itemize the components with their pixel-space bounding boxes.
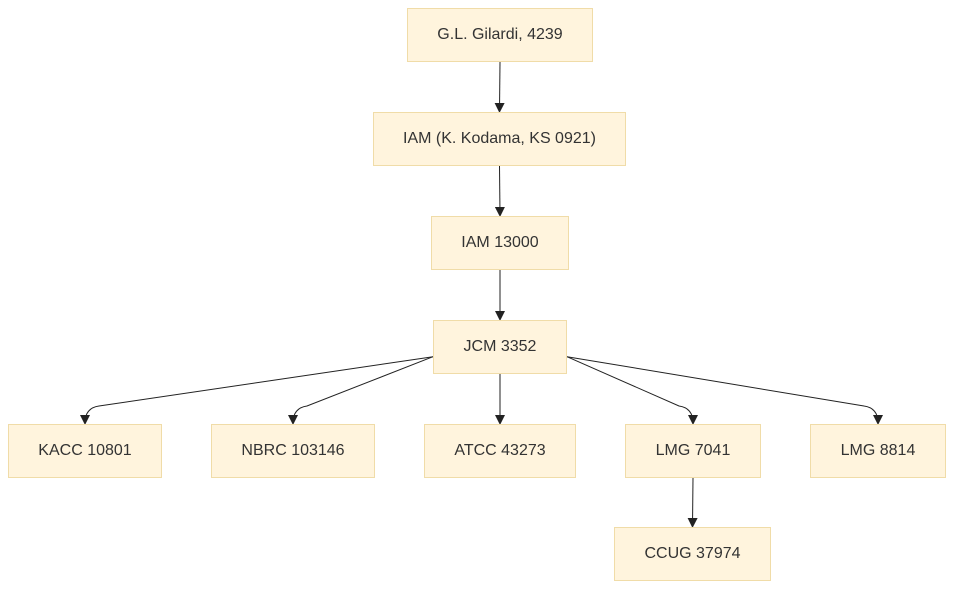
- node-iam-13000: IAM 13000: [431, 216, 569, 270]
- node-lmg-7041: LMG 7041: [625, 424, 761, 478]
- edge-lmg_7041-to-ccug_37974: [687, 477, 698, 528]
- edge-jcm_3352-to-nbrc_103146: [288, 356, 434, 425]
- edge-jcm_3352-to-kacc_10801: [80, 356, 434, 425]
- node-atcc-43273: ATCC 43273: [424, 424, 576, 478]
- edge-jcm_3352-to-lmg_7041: [566, 356, 698, 425]
- edge-iam_kodama-to-iam_13000: [494, 165, 505, 217]
- node-jcm-3352: JCM 3352: [433, 320, 567, 374]
- node-kacc-10801: KACC 10801: [8, 424, 162, 478]
- node-nbrc-103146: NBRC 103146: [211, 424, 375, 478]
- node-gilardi-4239: G.L. Gilardi, 4239: [407, 8, 593, 62]
- edge-gilardi-to-iam_kodama: [494, 61, 505, 113]
- node-ccug-37974: CCUG 37974: [614, 527, 771, 581]
- node-iam-kodama: IAM (K. Kodama, KS 0921): [373, 112, 626, 166]
- node-lmg-8814: LMG 8814: [810, 424, 946, 478]
- edge-jcm_3352-to-lmg_8814: [566, 356, 883, 425]
